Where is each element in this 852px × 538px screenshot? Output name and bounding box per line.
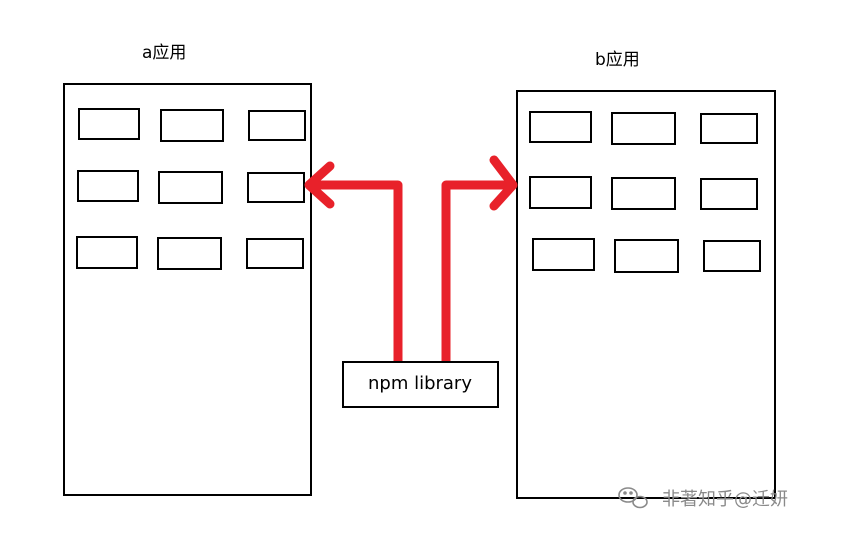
npm-library-box (342, 361, 499, 408)
app-a-module (77, 170, 139, 202)
arrowhead-to-app-b (489, 155, 518, 211)
app-a-module (248, 110, 306, 141)
app-a-title: a应用 (142, 43, 186, 63)
npm-library-label: npm library (368, 373, 472, 394)
app-b-module (700, 113, 758, 144)
app-b-module (700, 178, 758, 210)
app-b: b应用 (516, 50, 776, 499)
app-a: a应用 (63, 43, 312, 496)
app-b-title: b应用 (595, 50, 640, 70)
connectors (304, 155, 518, 367)
app-b-module (529, 176, 592, 209)
app-a-module (247, 172, 305, 203)
app-b-module (529, 111, 592, 143)
wechat-official-account-icon (618, 487, 648, 509)
app-a-container (63, 83, 312, 496)
app-b-module (614, 239, 679, 273)
npm-library: npm library (342, 361, 499, 408)
app-b-module (532, 238, 595, 271)
connector-to-app-b (441, 180, 515, 367)
app-a-modules (76, 108, 306, 270)
app-a-module (246, 238, 304, 269)
app-b-module (703, 240, 761, 272)
app-b-module (611, 112, 676, 145)
watermark-text: 非著知乎@迁妍 (662, 489, 788, 510)
connector-to-app-a (310, 180, 403, 367)
app-a-module (76, 236, 138, 269)
app-a-module (158, 171, 223, 204)
app-b-modules (529, 111, 761, 273)
watermark: 非著知乎@迁妍 (618, 487, 788, 510)
app-b-container (516, 90, 776, 499)
arrowhead-to-app-a (304, 161, 335, 209)
app-b-module (611, 177, 676, 210)
app-a-module (160, 109, 224, 142)
app-a-module (157, 237, 222, 270)
app-a-module (78, 108, 140, 140)
